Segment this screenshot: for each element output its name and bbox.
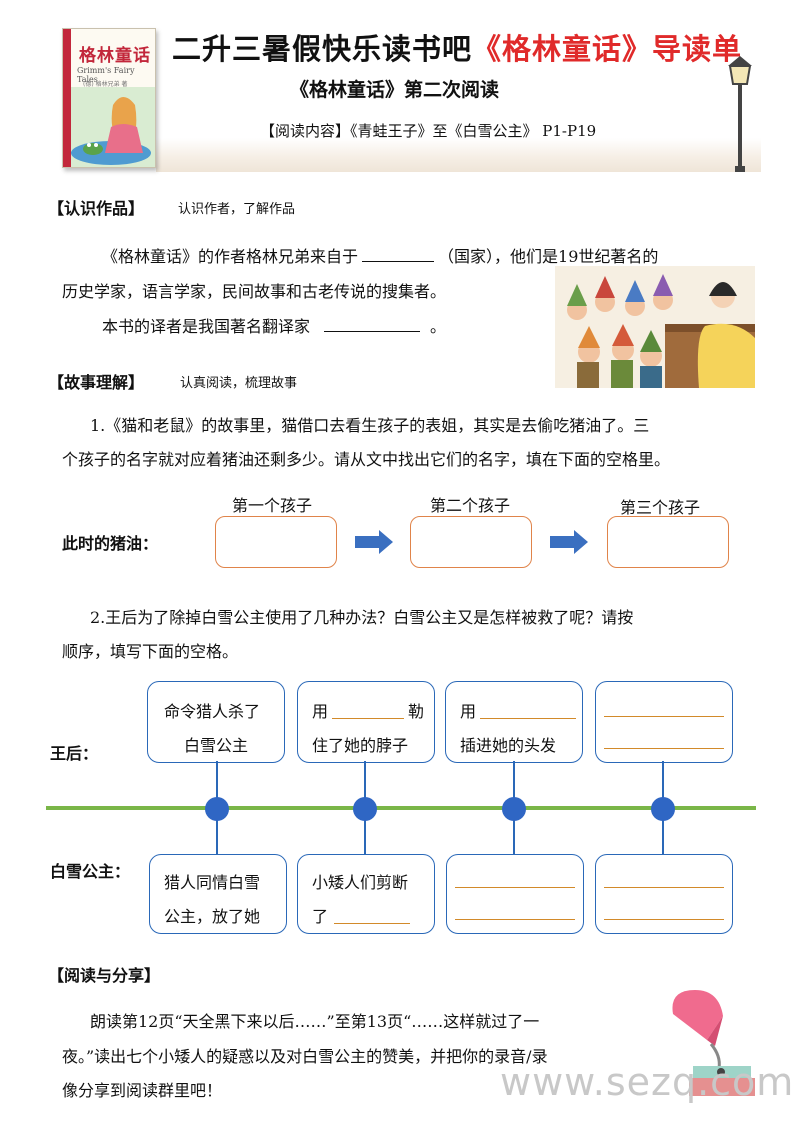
princess-frog-illustration-icon <box>71 87 155 167</box>
queen-method-2-pre: 用 <box>312 702 329 721</box>
book-cover-image: 格林童话 Grimm's Fairy Tales (德) 格林兄弟 著 <box>62 28 156 168</box>
section-heading-read-share: 【阅读与分享】 <box>48 966 161 985</box>
rescue-3-blank-2[interactable] <box>455 919 575 920</box>
country-blank[interactable] <box>362 247 435 262</box>
queen-method-2-post: 勒 <box>408 702 425 721</box>
question1-line2: 个孩子的名字就对应着猪油还剩多少。请从文中找出它们的名字，填在下面的空格里。 <box>62 450 671 469</box>
child-label-2: 第二个孩子 <box>430 496 511 515</box>
lard-answer-box-2[interactable] <box>410 516 532 568</box>
book-cover-subtitle: Grimm's Fairy Tales <box>77 66 135 84</box>
queen-method-1-line2: 白雪公主 <box>184 736 249 755</box>
queen-method-3-line2: 插进她的头发 <box>460 736 557 755</box>
timeline-dot <box>502 797 526 821</box>
timeline-dot <box>651 797 675 821</box>
translator-line: 本书的译者是我国著名翻译家。 <box>102 317 447 336</box>
lard-answer-box-1[interactable] <box>215 516 337 568</box>
translator-blank[interactable] <box>324 317 421 332</box>
child-label-3: 第三个孩子 <box>620 498 701 517</box>
queen-method-box-4 <box>595 681 733 763</box>
reading-range: 【阅读内容】《青蛙王子》至《白雪公主》 P1-P19 <box>260 122 597 140</box>
section-heading-know-work: 【认识作品】 <box>48 199 145 218</box>
queen-method-4-blank-1[interactable] <box>604 716 724 717</box>
rescue-2-line1: 小矮人们剪断 <box>312 873 409 892</box>
right-arrow-icon <box>550 530 588 554</box>
right-arrow-icon <box>355 530 393 554</box>
page-subtitle: 《格林童话》第二次阅读 <box>290 79 500 101</box>
queen-method-1-line1: 命令猎人杀了 <box>164 702 261 721</box>
book-spine <box>63 29 71 167</box>
street-lamp-icon <box>728 56 752 172</box>
watermark: www.sezq.com <box>500 1060 795 1104</box>
question2-line2: 顺序，填写下面的空格。 <box>62 642 239 661</box>
queen-method-box-3: 用 插进她的头发 <box>445 681 583 763</box>
child-label-1: 第一个孩子 <box>232 496 313 515</box>
rescue-4-blank-1[interactable] <box>604 887 724 888</box>
seven-dwarfs-illustration-icon <box>555 266 755 388</box>
rescue-box-4 <box>595 854 733 934</box>
rescue-1-line2: 公主，放了她 <box>164 907 261 926</box>
rescue-box-2: 小矮人们剪断 了 <box>297 854 435 934</box>
queen-method-2-blank[interactable] <box>332 718 404 719</box>
section-note-story-understanding: 认真阅读，梳理故事 <box>180 376 298 391</box>
read-share-line1: 朗读第12页“天全黑下来以后……”至第13页“……这样就过了一 <box>90 1012 540 1031</box>
book-cover-author: (德) 格林兄弟 著 <box>83 81 128 88</box>
read-share-line2: 夜。”读出七个小矮人的疑惑以及对白雪公主的赞美，并把你的录音/录 <box>62 1047 548 1066</box>
rescue-1-line1: 猎人同情白雪 <box>164 873 261 892</box>
rescue-3-blank-1[interactable] <box>455 887 575 888</box>
queen-method-3-blank[interactable] <box>480 718 576 719</box>
read-share-line3: 像分享到阅读群里吧！ <box>62 1081 223 1100</box>
section-note-know-work: 认识作者，了解作品 <box>178 202 296 217</box>
rescue-2-blank[interactable] <box>334 923 410 924</box>
question1-line1: 1.《猫和老鼠》的故事里，猫借口去看生孩子的表姐，其实是去偷吃猪油了。三 <box>90 416 650 435</box>
rescue-box-1: 猎人同情白雪 公主，放了她 <box>149 854 287 934</box>
queen-method-box-1: 命令猎人杀了 白雪公主 <box>147 681 285 763</box>
section-heading-story-understanding: 【故事理解】 <box>48 373 145 392</box>
book-cover-title: 格林童话 <box>79 46 151 66</box>
page-title: 二升三暑假快乐读书吧《格林童话》导读单 <box>172 32 743 66</box>
queen-row-label: 王后： <box>50 744 99 763</box>
header-banner <box>156 138 761 172</box>
snow-white-row-label: 白雪公主： <box>50 862 131 881</box>
lard-label: 此时的猪油： <box>62 534 159 553</box>
lard-answer-box-3[interactable] <box>607 516 729 568</box>
queen-method-2-line2: 住了她的脖子 <box>312 736 409 755</box>
author-description-line: 历史学家，语言学家，民间故事和古老传说的搜集者。 <box>62 282 447 301</box>
rescue-box-3 <box>446 854 584 934</box>
queen-method-box-2: 用 勒 住了她的脖子 <box>297 681 435 763</box>
timeline-line <box>46 806 756 810</box>
queen-method-3-pre: 用 <box>460 702 477 721</box>
author-country-line: 《格林童话》的作者格林兄弟来自于（国家），他们是19世纪著名的 <box>102 247 659 266</box>
page-title-book-name: 《格林童话》 <box>472 32 653 66</box>
question2-line1: 2.王后为了除掉白雪公主使用了几种办法？白雪公主又是怎样被救了呢？请按 <box>90 608 634 627</box>
timeline-dot <box>205 797 229 821</box>
rescue-2-pre: 了 <box>312 907 329 926</box>
gramophone-icon <box>672 990 755 1096</box>
queen-method-4-blank-2[interactable] <box>604 748 724 749</box>
rescue-4-blank-2[interactable] <box>604 919 724 920</box>
timeline-dot <box>353 797 377 821</box>
